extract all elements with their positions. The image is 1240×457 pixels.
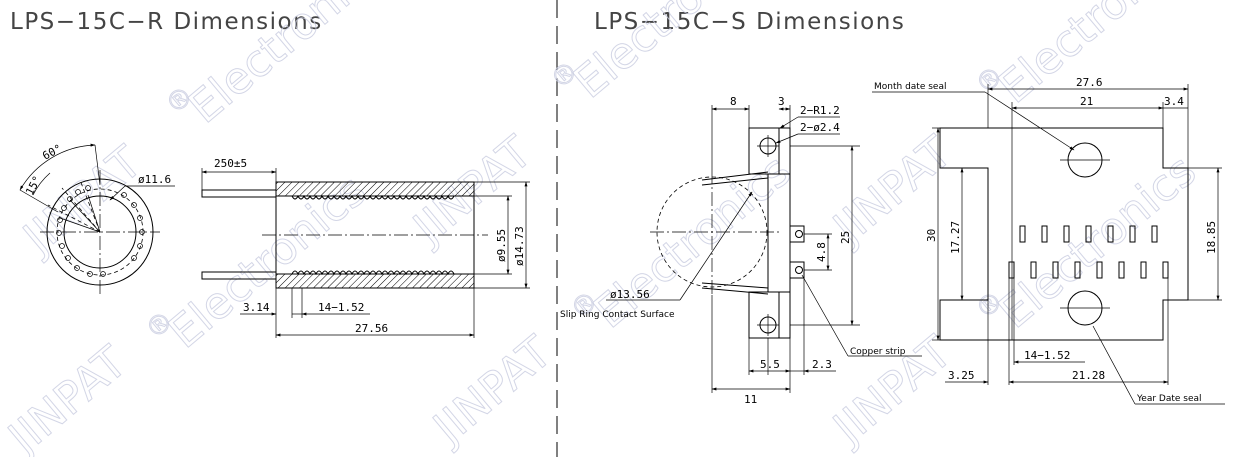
dim-30: 30 [925, 229, 938, 242]
watermark-brand: JINPAT [422, 327, 561, 456]
label-copper-strip: Copper strip [850, 347, 906, 357]
title-lps-15c-r: LPS−15C−R Dimensions [10, 9, 323, 35]
watermark-brand: JINPAT [0, 337, 136, 457]
dim-11: 11 [744, 393, 757, 406]
dim-21: 21 [1080, 95, 1093, 108]
hatch-top [275, 181, 475, 197]
dim-angle-60: 60° [40, 142, 64, 163]
dim-2-3: 2.3 [812, 358, 832, 371]
brush-side-view [606, 105, 922, 393]
brush-wire-top [701, 177, 769, 186]
dia-leader [109, 185, 126, 201]
end-view [19, 143, 175, 294]
hatch-bottom [275, 273, 475, 289]
dim-5-5: 5.5 [760, 358, 780, 371]
radial-line [59, 217, 101, 233]
copper-strip-leader [801, 274, 849, 357]
brush-front-view [872, 84, 1225, 405]
dim-14-1-52-front: 14−1.52 [1024, 349, 1070, 362]
dim-3-25: 3.25 [948, 369, 975, 382]
dim-angle-15: 15° [23, 174, 44, 198]
title-lps-15c-s: LPS−15C−S Dimensions [594, 9, 905, 35]
year-seal-leader [1092, 325, 1136, 405]
terminal-upper [789, 225, 805, 243]
cylinder-side-view [201, 168, 530, 338]
lead-wire-top [201, 189, 277, 198]
mount-tab-bottom [748, 291, 780, 339]
dim-4-8: 4.8 [815, 242, 828, 262]
dim-3-4: 3.4 [1164, 95, 1184, 108]
angle-leader [94, 144, 101, 186]
dim-27-6: 27.6 [1076, 76, 1103, 89]
dim-dia-11-6: ø11.6 [138, 173, 171, 186]
label-year-date-seal: Year Date seal [1136, 394, 1202, 404]
dim-8: 8 [730, 95, 737, 108]
radial-line [47, 204, 101, 233]
label-month-date-seal: Month date seal [874, 82, 946, 92]
dim-14-1-52: 14−1.52 [318, 301, 364, 314]
dim-dia-13-56: ø13.56 [610, 288, 650, 301]
contact-pins [56, 185, 145, 277]
angle-leader [19, 189, 59, 213]
dia-13-56-leader [679, 191, 753, 301]
dim-3-14: 3.14 [243, 301, 270, 314]
dim-3: 3 [778, 95, 785, 108]
month-seal-leader [984, 91, 1075, 151]
radial-line [69, 199, 101, 233]
dim-r-1-2: 2−R1.2 [800, 104, 840, 117]
label-slip-ring-contact: Slip Ring Contact Surface [560, 310, 675, 320]
brush-wire-bottom [701, 287, 769, 295]
terminal-lower [789, 261, 805, 279]
angle-arc-60 [19, 143, 96, 191]
dim-dia-2-4: 2−ø2.4 [800, 121, 840, 134]
radial-line [79, 179, 101, 233]
radial-line [87, 194, 101, 233]
ring-teeth-bottom [291, 270, 455, 276]
dim-18-85: 18.85 [1205, 221, 1218, 254]
dim-lead-250: 250±5 [214, 157, 247, 170]
brush-slots-upper [1019, 225, 1158, 243]
brush-slots-lower [1008, 261, 1169, 279]
ring-teeth-top [291, 194, 455, 200]
dim-21-28: 21.28 [1072, 369, 1105, 382]
dim-27-56: 27.56 [355, 322, 388, 335]
dim-dia-14-73: ø14.73 [513, 226, 526, 266]
dim-17-27: 17.27 [949, 221, 962, 254]
angle-arc-15 [32, 172, 51, 196]
dim-dia-9-55: ø9.55 [495, 229, 508, 262]
radial-line [61, 187, 101, 233]
dim-25: 25 [839, 231, 852, 244]
